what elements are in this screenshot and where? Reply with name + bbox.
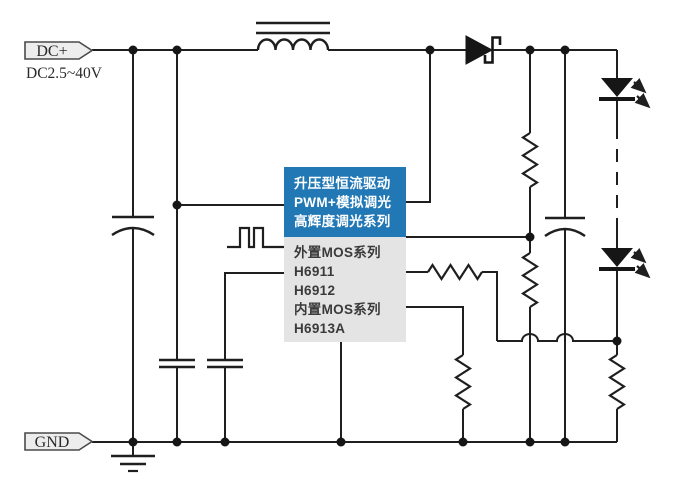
junction-dots [128, 45, 622, 447]
electrolytic-capacitor-icon-input [111, 215, 155, 237]
resistor-icon-sense [453, 354, 473, 410]
dim-wire-drop [482, 271, 498, 341]
ic-header-line-3: 高辉度调光系列 [294, 214, 391, 229]
pwm-waveform-icon [227, 226, 284, 249]
resistor-icon-dimming [427, 262, 483, 282]
ic-block-header: 升压型恒流驱动 PWM+模拟调光 高辉度调光系列 [284, 167, 406, 237]
ic-header-line-1: 升压型恒流驱动 [294, 176, 391, 191]
electrolytic-capacitor-icon-output [544, 216, 586, 238]
ceramic-capacitor-icon-1 [159, 358, 195, 369]
gnd-label: GND [35, 434, 70, 451]
dc-plus-terminal: DC+ [24, 41, 94, 60]
ic-pin-wires [340, 50, 530, 442]
ic-body-line-1: 外置MOS系列 [294, 245, 381, 260]
dc-plus-label: DC+ [36, 43, 67, 60]
ic-body-line-2: H6911 [294, 264, 335, 279]
resistor-icon-led [607, 354, 627, 410]
ground-symbol-icon [111, 442, 155, 473]
sw-pin-wire [406, 50, 431, 203]
resistor-icon-feedback-lower [520, 252, 540, 308]
ic-body-line-4: 内置MOS系列 [294, 302, 381, 317]
ceramic-capacitor-icon-2 [207, 358, 243, 369]
ic-block-body: 外置MOS系列 H6911 H6912 内置MOS系列 H6913A [284, 237, 406, 342]
comp-pin-branch [224, 272, 284, 442]
inductor-icon [256, 21, 330, 51]
ic-body-line-3: H6912 [294, 283, 336, 298]
resistor-icon-feedback-upper [520, 132, 540, 188]
led-string [599, 50, 651, 442]
ic-header-line-2: PWM+模拟调光 [294, 195, 392, 210]
schottky-diode-icon [465, 35, 502, 65]
led-icon-1 [599, 77, 651, 109]
input-voltage-range-label: DC2.5~40V [26, 65, 103, 82]
hop-wire [497, 333, 617, 342]
cs-pin-wire [406, 306, 464, 355]
gnd-terminal: GND [24, 432, 94, 451]
ic-body-line-5: H6913A [294, 321, 346, 336]
led-icon-2 [599, 247, 651, 279]
